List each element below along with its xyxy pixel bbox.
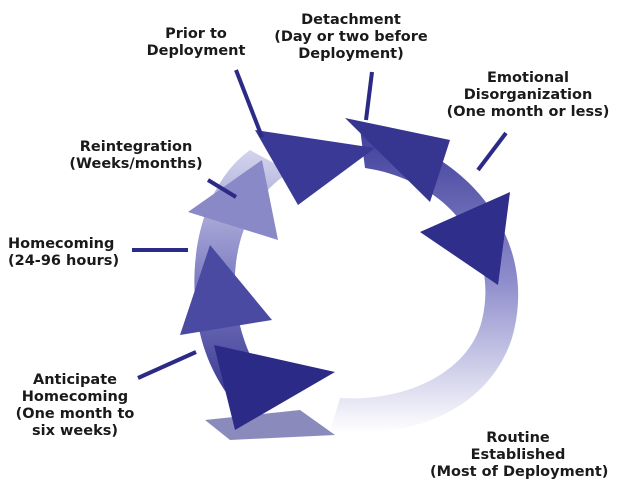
label-prior-to-deployment: Prior to Deployment <box>126 26 266 60</box>
label-line: Emotional <box>487 70 569 86</box>
label-line: (One month to <box>15 406 135 422</box>
label-homecoming: Homecoming (24-96 hours) <box>8 236 134 270</box>
label-line: Detachment <box>301 12 401 28</box>
cycle-arrowheads <box>180 118 510 440</box>
arrowhead-left-upper <box>188 160 278 240</box>
label-line: (Weeks/months) <box>69 156 203 172</box>
label-line: (24-96 hours) <box>8 253 120 269</box>
label-line: Disorganization <box>463 87 593 103</box>
label-line: Homecoming <box>8 236 115 252</box>
label-line: (Most of Deployment) <box>430 464 609 480</box>
arrowhead-bottom-left <box>214 345 335 430</box>
arrowhead-right <box>420 192 510 285</box>
label-routine-established: Routine Established (Most of Deployment) <box>430 430 609 481</box>
label-detachment: Detachment (Day or two before Deployment… <box>262 12 440 63</box>
arrowhead-left-mid <box>180 245 272 335</box>
connector-lines <box>132 69 508 380</box>
label-line: Prior to <box>165 26 227 42</box>
label-line: Reintegration <box>79 139 193 155</box>
label-emotional-disorganization: Emotional Disorganization (One month or … <box>446 70 610 121</box>
connector-prior-to-deployment <box>234 69 264 138</box>
label-line: Deployment <box>146 43 246 59</box>
label-anticipate-homecoming: Anticipate Homecoming (One month to six … <box>10 372 140 440</box>
label-line: (One month or less) <box>446 104 610 120</box>
label-line: Anticipate <box>33 372 117 388</box>
arrowhead-top <box>255 130 375 205</box>
arrowhead-upper-right <box>345 118 450 202</box>
connector-emotional-disorganization <box>476 131 508 172</box>
label-reintegration: Reintegration (Weeks/months) <box>60 139 212 173</box>
arrowhead-bottom-fill <box>205 410 335 440</box>
label-line: Established <box>470 447 566 463</box>
label-line: Homecoming <box>21 389 129 405</box>
connector-anticipate-homecoming <box>137 350 197 380</box>
label-line: (Day or two before <box>274 29 428 45</box>
label-line: six weeks) <box>32 423 118 439</box>
label-line: Deployment) <box>298 46 404 62</box>
connector-detachment <box>364 71 374 121</box>
label-line: Routine <box>486 430 550 446</box>
connector-reintegration <box>206 178 238 199</box>
